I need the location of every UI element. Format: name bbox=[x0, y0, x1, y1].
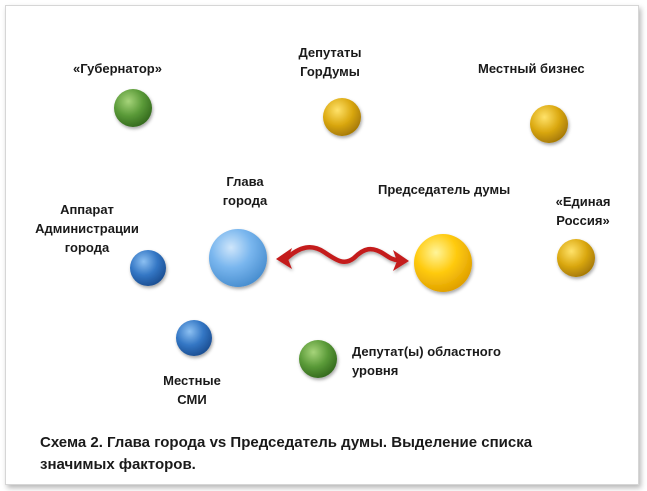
local-media-label: Местные СМИ bbox=[163, 373, 221, 407]
diagram-caption: Схема 2. Глава города vs Председатель ду… bbox=[40, 434, 533, 473]
diagram-frame bbox=[5, 5, 639, 485]
local-media-node bbox=[176, 320, 212, 356]
local-business-node bbox=[530, 105, 568, 143]
governor-node bbox=[114, 89, 152, 127]
duma-chairman-label: Председатель думы bbox=[378, 182, 511, 197]
arrow-head-left bbox=[276, 248, 292, 269]
arrow-head-right bbox=[393, 250, 409, 271]
gorduma-deputies-label: Депутаты ГорДумы bbox=[298, 45, 362, 79]
conflict-arrow bbox=[276, 245, 409, 271]
gorduma-deputies-node bbox=[323, 98, 361, 136]
regional-deputies-label: Депутат(ы) областного уровня bbox=[352, 344, 501, 378]
united-russia-node bbox=[557, 239, 595, 277]
city-head-label: Глава города bbox=[222, 174, 268, 208]
duma-chairman-node bbox=[414, 234, 472, 292]
city-administration-label: Аппарат Администрации города bbox=[35, 202, 139, 255]
local-business-label: Местный бизнес bbox=[478, 61, 585, 76]
city-head-node bbox=[209, 229, 267, 287]
regional-deputies-node bbox=[299, 340, 337, 378]
united-russia-label: «Единая Россия» bbox=[555, 194, 611, 228]
governor-label: «Губернатор» bbox=[73, 61, 162, 76]
city-administration-node bbox=[130, 250, 166, 286]
